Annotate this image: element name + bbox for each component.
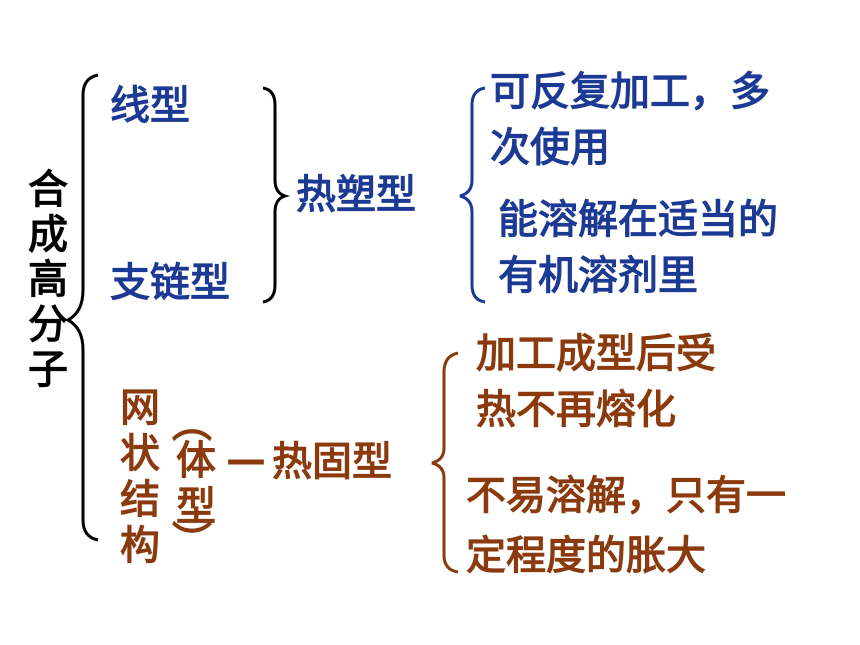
network-dash: — bbox=[226, 437, 266, 483]
thermoplastic-prop2-line2: 有机溶剂里 bbox=[498, 253, 698, 299]
thermoset-brace bbox=[431, 351, 459, 574]
thermoplastic-prop1-line2: 次使用 bbox=[490, 125, 610, 171]
thermoset-prop2-line2: 定程度的胀大 bbox=[466, 533, 706, 579]
root-label: 合成高分子 bbox=[28, 167, 68, 393]
thermoplastic-brace bbox=[459, 86, 486, 304]
root-brace bbox=[64, 73, 99, 542]
thermoset-label: 热固型 bbox=[272, 439, 392, 485]
linear-group-brace bbox=[262, 86, 291, 304]
thermoplastic-prop1-line1: 可反复加工，多 bbox=[490, 69, 770, 115]
thermoset-prop1-line1: 加工成型后受 bbox=[476, 331, 716, 377]
network-label: 网状结构 bbox=[120, 385, 160, 569]
network-paren-close: ） bbox=[167, 520, 213, 560]
branched-label: 支链型 bbox=[110, 260, 230, 306]
thermoset-prop1-line2: 热不再熔化 bbox=[476, 387, 676, 433]
network-paren-open: （ bbox=[167, 402, 213, 442]
thermoplastic-prop2-line1: 能溶解在适当的 bbox=[498, 197, 778, 243]
network-body-label: 体型 bbox=[176, 438, 216, 530]
thermoset-prop2-line1: 不易溶解，只有一 bbox=[466, 473, 786, 519]
linear-label: 线型 bbox=[110, 83, 190, 129]
thermoplastic-label: 热塑型 bbox=[296, 172, 416, 218]
